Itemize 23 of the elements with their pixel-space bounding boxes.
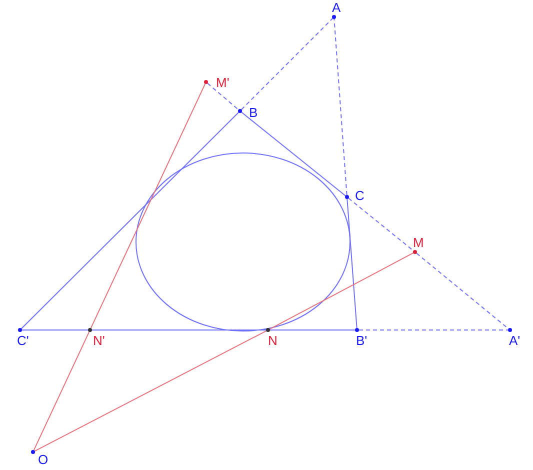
point-label: N [268,334,278,348]
line-segment [90,83,206,329]
point-label: C [355,189,364,203]
line-segment [348,198,414,252]
point-label: O [38,453,48,467]
line-segment [416,252,509,330]
point-label: A [332,1,341,15]
point-label: M [413,236,424,250]
point-label: M' [216,76,230,90]
line-segment [346,198,358,328]
point-label: C' [17,334,29,348]
point-label: A' [509,334,520,348]
line-segment [241,112,346,196]
line-segment [269,252,414,330]
point-label: B' [356,334,368,348]
point-label: N' [93,334,105,348]
line-segment [334,18,348,196]
line-segment [34,330,267,452]
point-label: B [249,106,258,120]
line-segment [207,82,239,110]
line-segment [20,112,240,330]
line-segment [33,331,90,451]
line-segment [240,18,334,110]
